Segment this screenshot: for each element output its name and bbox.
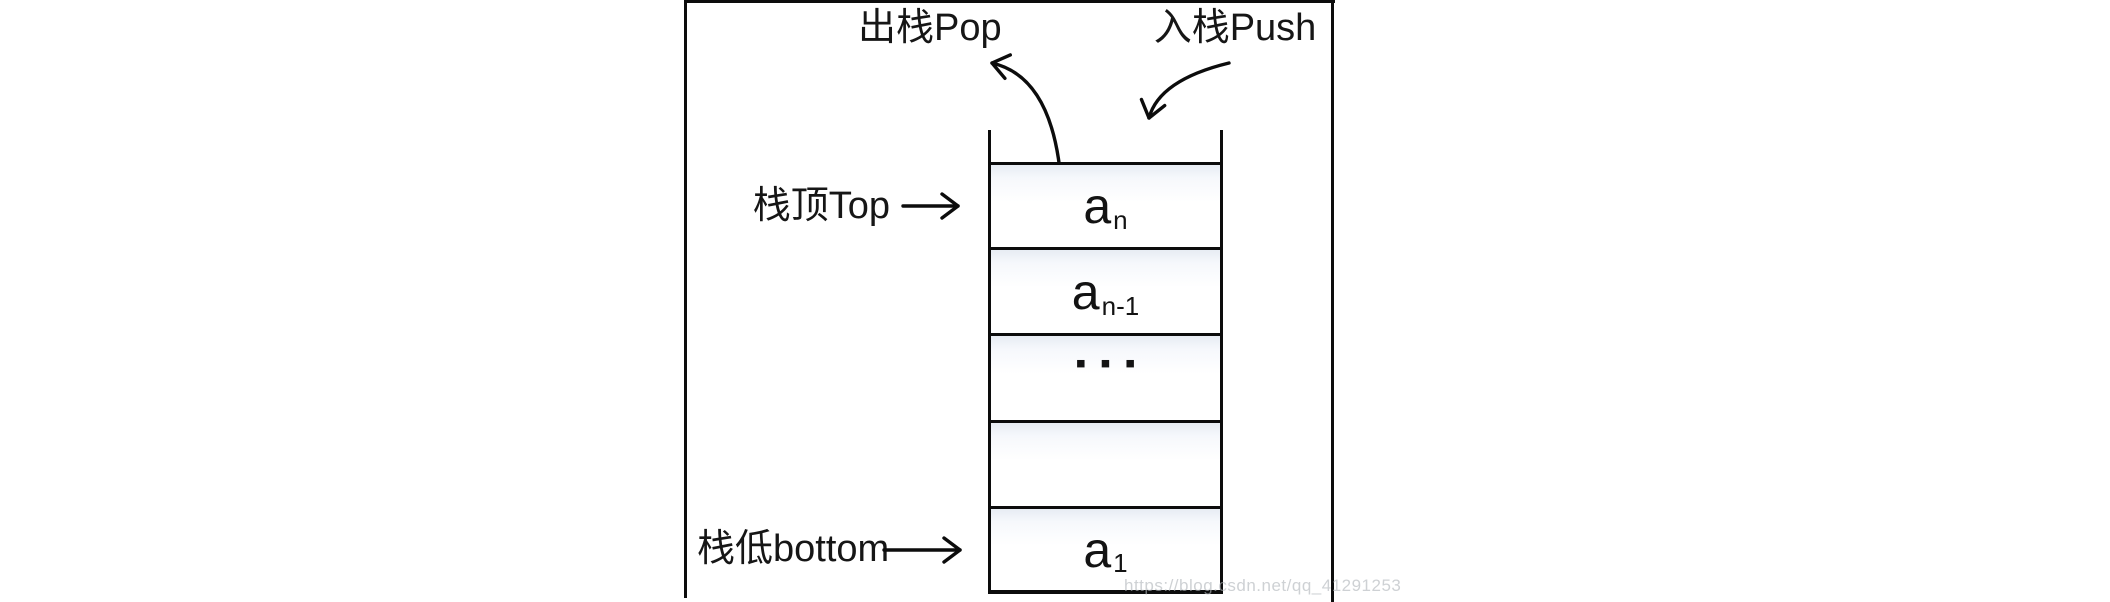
cell-value: a [1083, 178, 1112, 234]
push-label: 入栈Push [1153, 7, 1317, 49]
cell-value: a [1071, 263, 1100, 320]
pop-label: 出栈Pop [858, 7, 1002, 49]
stack-bottom-label: 栈低bottom [697, 528, 890, 570]
frame-left-border [684, 0, 687, 598]
cell-subscript: 1 [1113, 548, 1128, 578]
cell-value: a [1083, 521, 1112, 578]
push-curved-arrow-icon [1139, 61, 1231, 120]
cell-subscript: n [1113, 205, 1128, 235]
frame-right-border [1331, 0, 1334, 602]
csdn-watermark: https://blog.csdn.net/qq_41291253 [1124, 576, 1402, 595]
stack-cell-empty [991, 420, 1220, 506]
frame-top-border [684, 0, 1335, 3]
cell-subscript: n-1 [1101, 291, 1140, 321]
stack-cell-ellipsis: ▪▪▪ [991, 333, 1220, 420]
ellipsis-dots: ▪▪▪ [1075, 347, 1150, 380]
stack-top-label: 栈顶Top [752, 185, 890, 227]
